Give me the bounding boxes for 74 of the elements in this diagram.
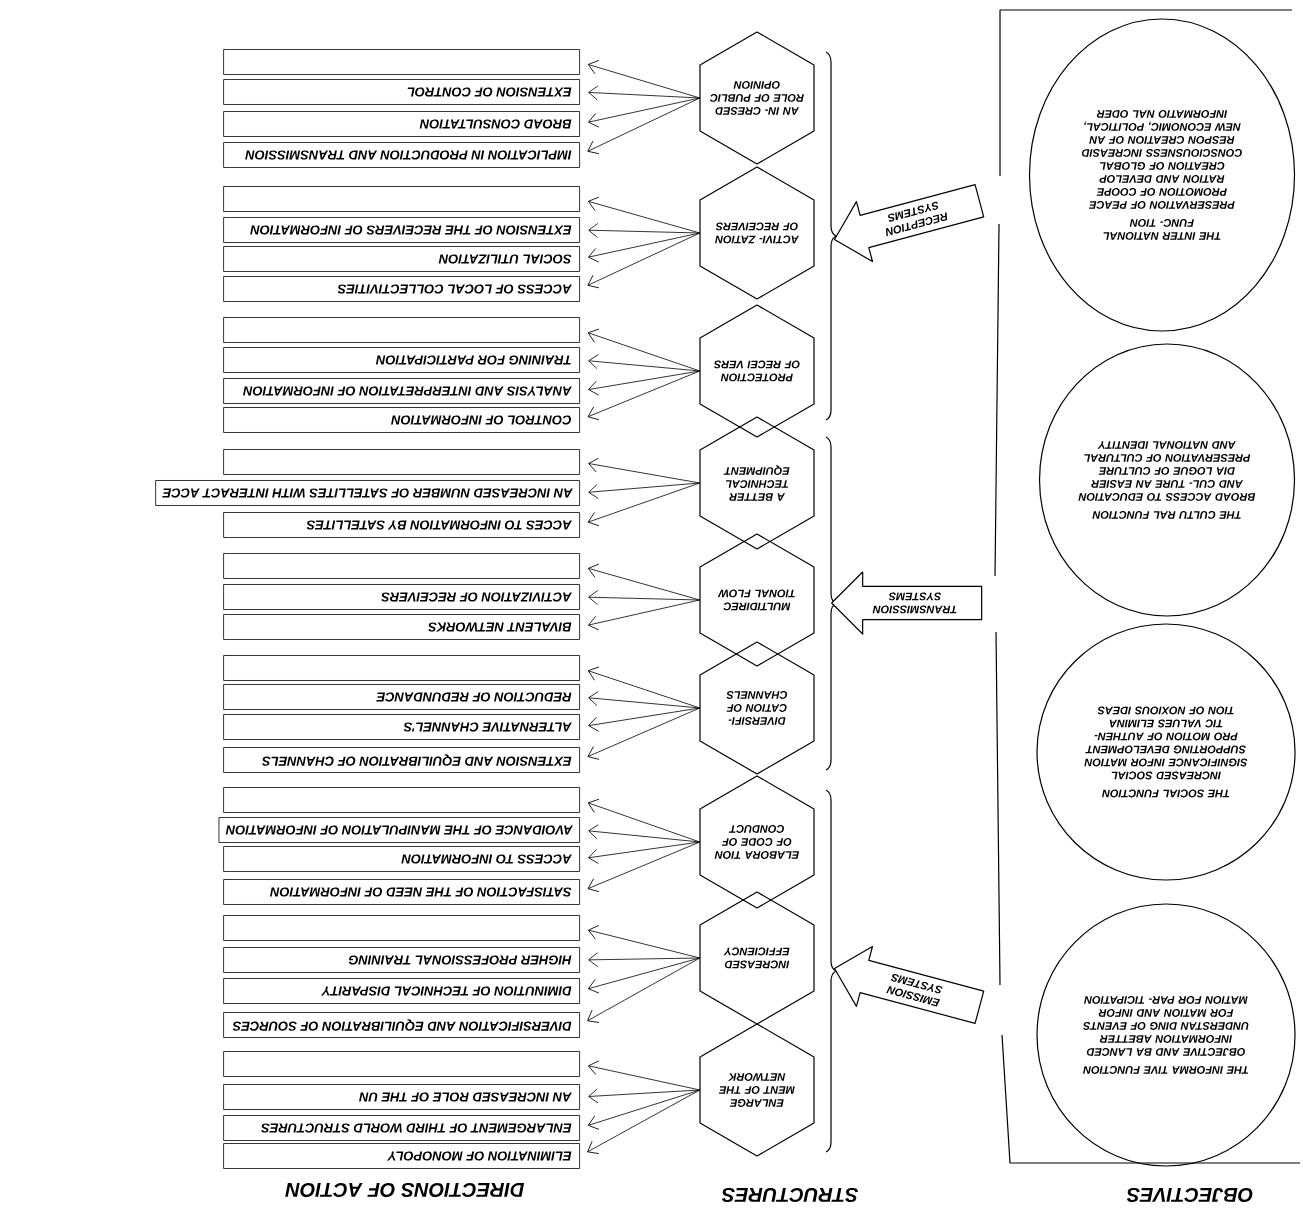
arrow xyxy=(588,952,701,968)
structure-hexagon: AN IN- CRESED ROLE OF PUBLIC OPINION xyxy=(699,31,815,165)
arrow xyxy=(588,354,701,372)
arrow xyxy=(587,563,701,601)
arrow xyxy=(588,223,701,238)
arrow xyxy=(587,707,701,760)
arrow xyxy=(587,798,701,843)
arrow xyxy=(588,841,701,864)
arrow xyxy=(587,1089,701,1154)
arrow xyxy=(587,957,701,1023)
action-box: CONTROL OF INFORMATION xyxy=(223,407,580,433)
action-box: ENLARGEMENT OF THIRD WORLD STRUCTURES xyxy=(223,1115,580,1141)
action-box: AN INCREASED ROLE OF THE UN xyxy=(223,1084,580,1110)
action-box: ACTIVIZATION OF RECEIVERS xyxy=(223,584,580,610)
structure-hexagon: INCREASED EFFICIENCY xyxy=(699,891,815,1025)
arrow xyxy=(588,85,701,101)
action-box: AN INCREASED NUMBER OF SATELLITES WITH INTERACT ACCE xyxy=(155,480,580,506)
action-box: ELIMINATION OF MONOPOLY xyxy=(223,1143,580,1169)
action-box: EXTENSION OF THE RECEIVERS OF INFORMATION xyxy=(223,217,580,243)
action-box: EXTENSION OF CONTROL xyxy=(223,79,580,105)
action-box: DIVERSIFICATION AND EQUILIBRATION OF SOURCES xyxy=(223,1012,580,1038)
arrow xyxy=(588,1060,701,1091)
action-box: BROAD CONSULTATION xyxy=(223,111,580,137)
empty-box xyxy=(223,553,580,579)
action-box: ANALYSIS AND INTERPRETATION OF INFORMATION xyxy=(223,378,580,404)
action-box: BIVALENT NETWORKS xyxy=(223,614,580,640)
column-heading: OBJECTIVES xyxy=(1126,1187,1253,1203)
arrow xyxy=(587,328,701,372)
arrow xyxy=(587,232,701,289)
arrow xyxy=(587,370,701,421)
action-box: EXTENSION AND EQUILIBRATION OF CHANNELS xyxy=(223,747,580,773)
structure-hexagon: ACTIVI- ZATION OF RECEIVERS xyxy=(699,166,815,300)
action-box: SOCIAL UTILIZATION xyxy=(223,246,580,272)
arrow xyxy=(587,97,701,155)
empty-box xyxy=(223,317,580,343)
empty-box xyxy=(223,655,580,681)
empty-box xyxy=(223,449,580,475)
structure-hexagon: ELABORA TION OF CODE OF CONDUCT xyxy=(699,775,815,909)
action-box: ACCES TO INFORMATION BY SATELLITES xyxy=(223,512,580,538)
action-box: DIMINUTION OF TECHNICAL DISPARITY xyxy=(223,978,580,1004)
empty-box xyxy=(223,186,580,212)
action-box: IMPLICATION IN PRODUCTION AND TRANSMISSION xyxy=(223,142,580,168)
column-heading: DIRECTIONS OF ACTION xyxy=(285,1182,525,1198)
structure-hexagon: MULTIDIREC TIONAL FLOW xyxy=(699,533,815,667)
arrow xyxy=(588,925,701,959)
arrow xyxy=(587,666,701,709)
arrow xyxy=(588,370,701,396)
arrow xyxy=(588,707,701,732)
structure-hexagon: A BETTER TECHNICAL EQUIPMENT xyxy=(699,416,815,550)
action-box: ACCESS TO INFORMATION xyxy=(223,846,580,872)
action-box: REDUCTION OF REDUNDANCE xyxy=(223,684,580,710)
arrow xyxy=(588,1088,701,1104)
empty-box xyxy=(223,787,580,813)
action-box: ALTERNATIVE CHANNEL'S xyxy=(223,714,580,740)
action-box: HIGHER PROFESSIONAL TRAINING xyxy=(223,947,580,973)
arrow xyxy=(588,482,701,499)
arrow xyxy=(587,59,701,99)
action-box: SATISFACTION OF THE NEED OF INFORMATION xyxy=(223,879,580,905)
action-box: ACCESS OF LOCAL COLLECTIVITIES xyxy=(223,276,580,302)
arrow xyxy=(587,196,701,234)
empty-box xyxy=(223,49,580,75)
action-box: AVOIDANCE OF THE MANIPULATION OF INFORMATION xyxy=(218,817,580,843)
arrow xyxy=(588,590,701,605)
arrow xyxy=(588,691,701,709)
structure-hexagon: ENLARGE MENT OF THE NETWORK xyxy=(699,1023,815,1157)
structure-hexagon: DIVERSIFI- CATION OF CHANNELS xyxy=(699,641,815,775)
structure-hexagon: PROTECTION OF RECEI VERS xyxy=(699,304,815,438)
empty-box xyxy=(223,915,580,941)
arrow xyxy=(588,457,701,484)
empty-box xyxy=(223,1051,580,1077)
arrow xyxy=(587,841,701,893)
arrow xyxy=(588,824,701,843)
column-heading: STRUCTURES xyxy=(721,1187,859,1203)
action-box: TRAINING FOR PARTICIPATION xyxy=(223,347,580,373)
